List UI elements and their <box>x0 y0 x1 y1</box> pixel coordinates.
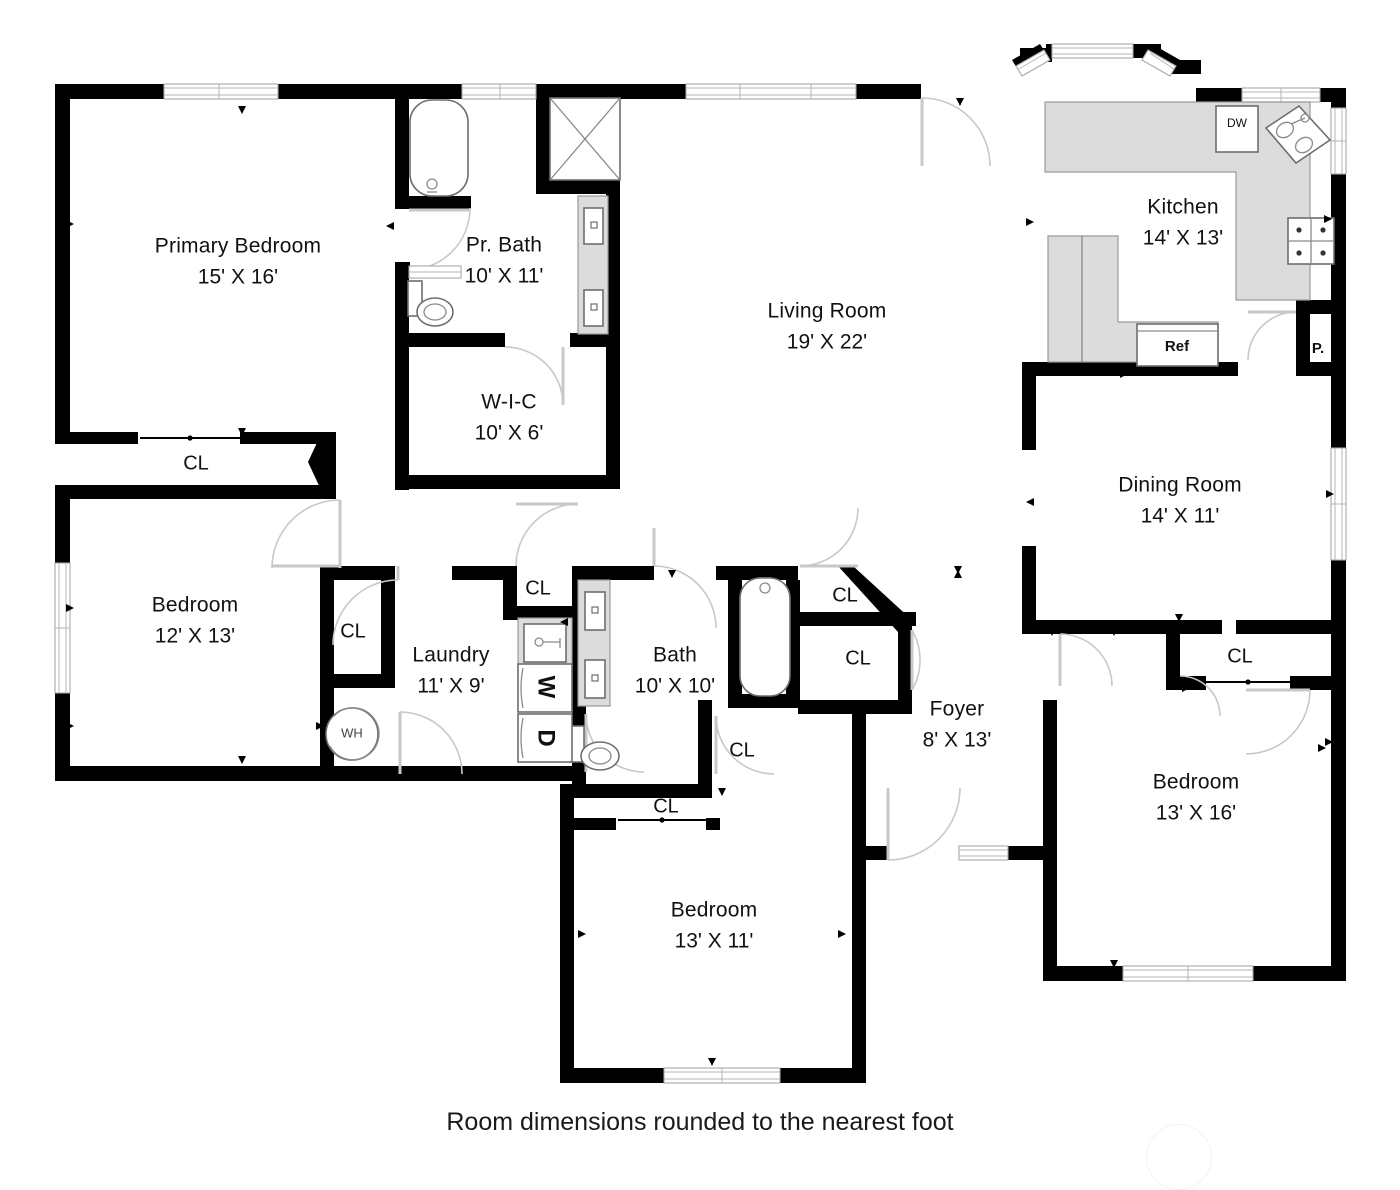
door-front-entry <box>886 787 961 861</box>
window-foyer-entry <box>958 845 1009 861</box>
dim-bath: 10' X 10' <box>635 675 715 698</box>
door-foyer-closet <box>910 629 921 691</box>
door-bath <box>652 528 717 629</box>
label-bedroom-left: Bedroom <box>152 594 239 617</box>
dim-bedroom-right: 13' X 16' <box>1156 802 1236 825</box>
door-laundry <box>398 711 463 775</box>
vanity-bath <box>577 579 611 707</box>
dim-primary-bedroom: 15' X 16' <box>198 266 278 289</box>
label-dryer: D <box>533 729 560 746</box>
window-primary-toilet <box>408 265 462 279</box>
dim-bedroom-left: 12' X 13' <box>155 625 235 648</box>
window-primary-bedroom-top <box>163 83 279 100</box>
kitchen-peninsula <box>1047 235 1219 367</box>
label-foyer: Foyer <box>930 698 985 721</box>
window-bedroom-bottom <box>663 1067 781 1084</box>
label-cl-bedroom-bottom: CL <box>653 795 679 817</box>
dim-wic: 10' X 6' <box>475 422 544 445</box>
label-wic: W-I-C <box>481 391 536 414</box>
door-upper-closet <box>799 507 859 568</box>
door-dining-closet <box>1179 675 1221 717</box>
window-bay-center <box>1051 43 1134 59</box>
dim-living-room: 19' X 22' <box>787 331 867 354</box>
dim-foyer: 8' X 13' <box>923 729 992 752</box>
window-dining-right <box>1330 447 1347 561</box>
window-kitchen-top <box>1241 87 1321 103</box>
label-dishwasher: DW <box>1227 116 1248 130</box>
window-bedroom-right-bottom <box>1122 965 1254 982</box>
washer <box>517 663 573 713</box>
label-cl-bath-lower: CL <box>729 739 755 761</box>
label-bath: Bath <box>653 644 697 667</box>
label-refrigerator: Ref <box>1165 338 1190 355</box>
label-dining-room: Dining Room <box>1118 474 1242 497</box>
dim-kitchen: 14' X 13' <box>1143 227 1223 250</box>
toilet-primary <box>407 280 454 327</box>
closet-labels: CL CL CL CL CL CL CL CL <box>183 452 1253 817</box>
appliance-labels: DW Ref P. W D WH <box>341 116 1324 747</box>
door-foyer-bedroom-bottom <box>714 715 775 775</box>
dryer <box>517 713 573 763</box>
dim-laundry: 11' X 9' <box>417 675 484 698</box>
kitchen-counters <box>1044 101 1335 301</box>
door-dining-hall <box>1058 633 1113 687</box>
window-living-room-top <box>685 83 857 100</box>
label-primary-bedroom: Primary Bedroom <box>155 235 321 258</box>
window-bedroom-left <box>54 562 71 694</box>
door-wic <box>504 346 565 406</box>
bathtub-bath <box>739 577 791 697</box>
fixtures <box>325 97 1335 771</box>
vanity-primary <box>577 195 609 335</box>
window-primary-bath-top <box>461 83 537 100</box>
dim-bedroom-bottom: 13' X 11' <box>675 930 754 953</box>
walls <box>55 44 1346 1083</box>
water-heater <box>325 707 380 761</box>
toilet-bath <box>569 725 620 771</box>
door-primary-closet <box>271 499 342 569</box>
label-cl-bedroom-left: CL <box>340 620 366 642</box>
label-bedroom-bottom: Bedroom <box>671 899 758 922</box>
label-cl-foyer: CL <box>845 647 871 669</box>
kitchen-range <box>1287 217 1335 265</box>
window-kitchen-right <box>1330 107 1347 175</box>
label-bedroom-right: Bedroom <box>1153 771 1240 794</box>
doors <box>271 97 1311 861</box>
laundry-sink <box>517 617 573 669</box>
bathtub-primary <box>409 99 469 197</box>
label-cl-bedroom-right: CL <box>1227 645 1253 667</box>
door-primary-bath <box>408 207 471 271</box>
door-bedroom-right <box>1245 688 1311 755</box>
room-labels: Primary Bedroom 15' X 16' Pr. Bath 10' X… <box>152 196 1242 953</box>
label-primary-bath: Pr. Bath <box>466 234 542 257</box>
door-living-entry <box>920 97 991 167</box>
window-bay-left <box>1015 49 1051 77</box>
label-living-room: Living Room <box>768 300 887 323</box>
dim-dining-room: 14' X 11' <box>1141 505 1220 528</box>
shower-primary <box>549 97 621 181</box>
window-bay-right <box>1141 49 1177 77</box>
label-laundry: Laundry <box>412 644 490 667</box>
label-pantry: P. <box>1312 340 1324 357</box>
door-bedroom-left <box>332 566 400 646</box>
door-pantry <box>1247 310 1297 361</box>
label-kitchen: Kitchen <box>1147 196 1218 219</box>
kitchen-sink <box>1264 104 1332 165</box>
door-laundry-closet <box>515 502 579 567</box>
label-washer: W <box>533 676 560 699</box>
dimension-markers <box>66 98 1334 1066</box>
dim-primary-bath: 10' X 11' <box>465 265 544 288</box>
label-water-heater: WH <box>341 725 363 740</box>
label-cl-bath-upper: CL <box>832 584 858 606</box>
label-cl-primary: CL <box>183 452 209 474</box>
windows <box>54 43 1347 1084</box>
label-cl-laundry-top: CL <box>525 577 551 599</box>
plan-caption: Room dimensions rounded to the nearest f… <box>446 1108 954 1136</box>
watermark-circle <box>1146 1124 1212 1190</box>
